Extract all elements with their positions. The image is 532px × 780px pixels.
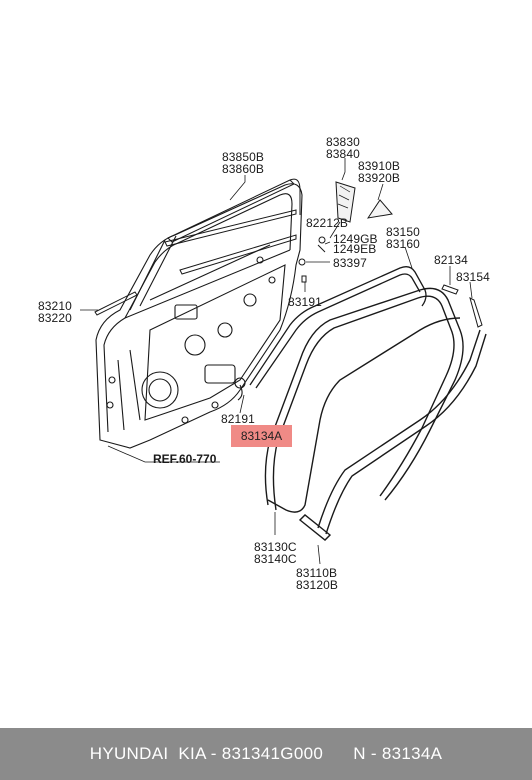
label-83120b: 83120B bbox=[296, 578, 338, 592]
label-83830: 83830 bbox=[326, 135, 360, 149]
delta-moulding bbox=[335, 181, 356, 223]
footer-brand-part: HYUNDAI KIA - 831341G000 bbox=[89, 744, 324, 763]
label-83130c: 83130C bbox=[254, 540, 297, 554]
clip-83397 bbox=[298, 258, 306, 266]
ref-label: REF.60-770 bbox=[153, 452, 217, 466]
weatherstrip-83150 bbox=[249, 266, 427, 386]
window-channel-strip bbox=[164, 178, 301, 275]
clip-83191 bbox=[301, 275, 307, 283]
label-83860b: 83860B bbox=[222, 162, 264, 176]
clip-82212b bbox=[318, 236, 326, 244]
label-1249eb: 1249EB bbox=[333, 242, 377, 256]
label-83154: 83154 bbox=[456, 270, 490, 284]
leader-lines bbox=[80, 158, 473, 565]
label-83910b: 83910B bbox=[358, 159, 400, 173]
label-83110b: 83110B bbox=[296, 566, 338, 580]
weatherstrip-83130c bbox=[267, 317, 461, 513]
label-83920b: 83920B bbox=[358, 171, 400, 185]
part-number-footer: HYUNDAI KIA - 831341G000 N - 83134A bbox=[0, 728, 532, 780]
label-83160: 83160 bbox=[386, 237, 420, 251]
label-82212b: 82212B bbox=[306, 216, 348, 230]
belt-moulding bbox=[94, 291, 138, 316]
seal-83154 bbox=[469, 297, 483, 328]
parts-diagram bbox=[80, 158, 487, 565]
label-83397: 83397 bbox=[333, 256, 367, 270]
label-83191: 83191 bbox=[288, 295, 322, 309]
label-82134: 82134 bbox=[434, 253, 468, 267]
label-83150: 83150 bbox=[386, 225, 420, 239]
highlighted-part-label: 83134A bbox=[231, 425, 292, 447]
footer-code: N - 83134A bbox=[353, 744, 443, 763]
triangle-cover bbox=[366, 199, 393, 219]
label-83210: 83210 bbox=[38, 299, 72, 313]
label-83134a: 83134A bbox=[240, 429, 283, 443]
seal-82134 bbox=[441, 284, 459, 295]
label-83840: 83840 bbox=[326, 147, 360, 161]
weatherstrip-83134a bbox=[264, 287, 464, 506]
label-83220: 83220 bbox=[38, 311, 72, 325]
label-83850b: 83850B bbox=[222, 150, 264, 164]
label-83140c: 83140C bbox=[254, 552, 297, 566]
label-1249gb: 1249GB bbox=[333, 232, 378, 246]
weatherstrip-83110b bbox=[298, 329, 481, 541]
door-panel bbox=[95, 183, 303, 449]
label-82191: 82191 bbox=[221, 412, 255, 426]
